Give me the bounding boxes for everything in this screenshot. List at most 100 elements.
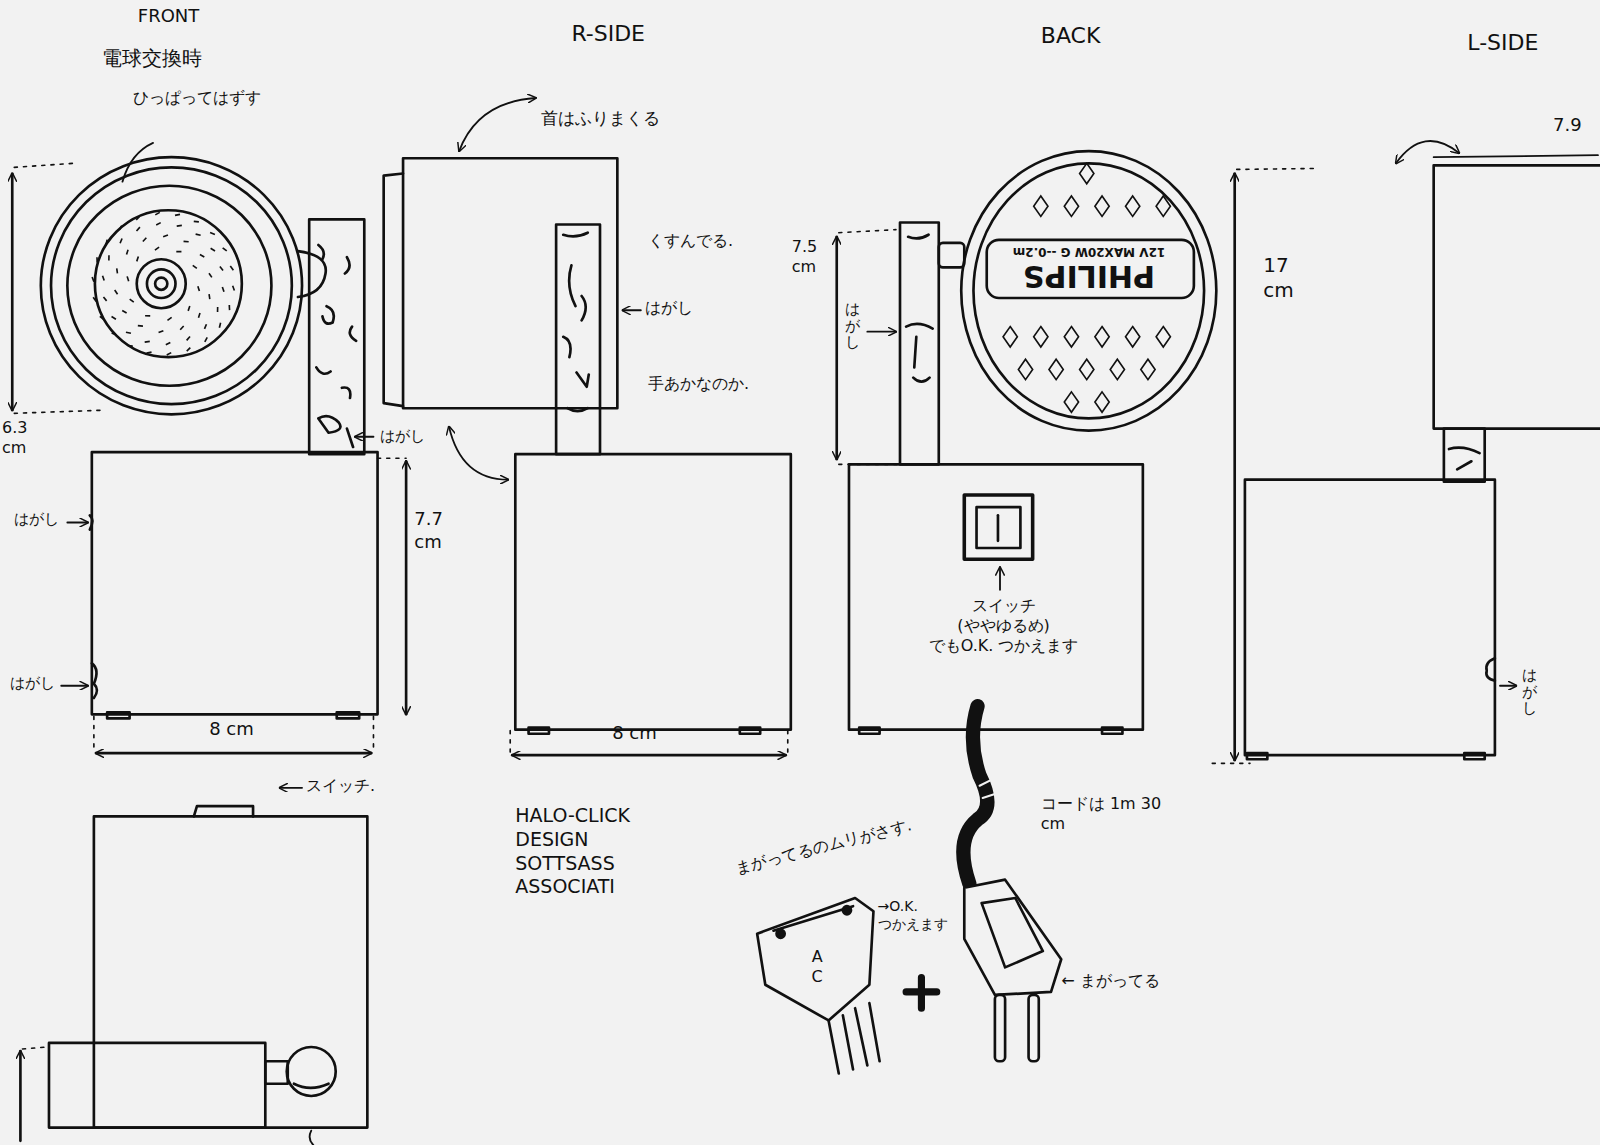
sketch-stroke [964, 495, 1032, 559]
sketch-stroke [512, 754, 785, 757]
note-label: くすんでる. [648, 231, 733, 251]
sketch-stroke [900, 223, 939, 465]
note-label: →O.K. つかえます [878, 898, 958, 933]
texture-mark [1034, 327, 1048, 347]
texture-mark [1003, 327, 1017, 347]
note-label: はがし [380, 427, 425, 446]
sketch-stroke [294, 1084, 329, 1088]
dimension-label: 7.7 cm [414, 508, 458, 553]
sketch-stroke [906, 978, 937, 1009]
texture-mark [1034, 196, 1048, 216]
sketch-stroke [843, 906, 851, 914]
texture-mark [1156, 196, 1170, 216]
note-label: スイッチ (ややゆるめ) でもO.K. つかえます [929, 596, 1079, 656]
sketch-stroke [961, 151, 1216, 431]
sketch-stroke [867, 331, 896, 333]
texture-mark [175, 214, 180, 215]
texture-mark [228, 305, 230, 310]
view-title: FRONT [138, 5, 200, 28]
part-label: A C [809, 947, 825, 987]
sketch-stroke [964, 880, 1061, 995]
sketch-stroke [1245, 480, 1495, 756]
texture-mark [1095, 196, 1109, 216]
sketch-stroke [265, 1061, 287, 1083]
part-label: スイッチ. [306, 776, 375, 796]
sketch-stroke [337, 712, 359, 718]
texture-mark [147, 352, 152, 353]
sketch-stroke [997, 515, 1000, 541]
texture-mark [137, 227, 140, 231]
texture-mark [163, 235, 168, 237]
texture-mark [92, 277, 94, 282]
texture-mark [112, 333, 117, 335]
texture-mark [1095, 327, 1109, 347]
sketch-stroke [155, 278, 167, 290]
note-label: まがってるのムリがさす. [733, 815, 914, 878]
texture-mark [198, 286, 200, 291]
note-label: はがし [14, 510, 59, 529]
note-label: コードは 1m 30 cm [1041, 794, 1166, 834]
sketch-stroke [137, 259, 186, 308]
texture-mark [196, 234, 201, 235]
sketch-stroke [622, 309, 640, 311]
texture-mark [200, 254, 204, 257]
texture-mark [184, 241, 189, 243]
texture-mark [208, 294, 210, 299]
sketch-stroke [403, 158, 617, 408]
dimension-label: 8 cm [209, 718, 254, 741]
texture-mark [1064, 327, 1078, 347]
texture-mark [1126, 327, 1140, 347]
sketch-stroke [94, 716, 374, 751]
texture-mark [159, 331, 164, 333]
sketch-stroke [829, 1003, 880, 1073]
sketch-stroke [556, 225, 600, 455]
texture-mark [187, 348, 191, 352]
sketch-stroke [355, 436, 373, 438]
sketch-stroke [1434, 165, 1600, 428]
texture-mark [176, 251, 181, 253]
sketch-stroke [92, 452, 378, 714]
sketch-stroke [11, 174, 14, 411]
texture-mark [205, 337, 207, 341]
texture-mark [112, 316, 116, 319]
texture-mark [166, 343, 170, 345]
ink [12, 98, 1600, 1145]
sketch-stroke [773, 906, 853, 930]
sketch-stroke [309, 219, 364, 454]
design-credit: HALO-CLICK DESIGN SOTTSASS ASSOCIATI [515, 804, 665, 899]
texture-mark [127, 276, 129, 281]
sketch-stroke [61, 685, 88, 687]
texture-mark [106, 240, 107, 245]
texture-mark [126, 332, 131, 333]
sketch-stroke [777, 930, 785, 938]
texture-mark [1126, 196, 1140, 216]
texture-mark [138, 325, 143, 327]
texture-mark [1064, 196, 1078, 216]
sketch-stroke [94, 816, 367, 1127]
sketch-stroke [1500, 685, 1516, 687]
sketch-stroke [835, 237, 838, 459]
sketch-stroke [982, 898, 1043, 967]
dimension-label: 7.9 [1553, 114, 1582, 137]
sketch-stroke [1449, 448, 1480, 470]
texture-mark [128, 345, 133, 347]
sketch-stroke [90, 515, 97, 698]
texture-mark [155, 212, 159, 214]
texture-mark [156, 223, 160, 225]
sketch-stroke [41, 157, 302, 414]
texture-mark [96, 257, 98, 262]
sketch-stroke [1396, 141, 1459, 163]
texture-mark [187, 336, 190, 340]
texture-mark [1080, 359, 1094, 379]
note-label: ひっぱってはずす [133, 88, 261, 108]
texture-mark [222, 287, 224, 292]
texture-mark [143, 238, 146, 242]
sketch-stroke [51, 167, 292, 404]
texture-mark [217, 307, 219, 312]
sketch-stroke [906, 235, 933, 382]
sketch-stroke [405, 461, 408, 714]
sketch-stroke [1444, 429, 1485, 482]
dimension-label: 17 cm [1263, 253, 1303, 303]
sketch-stroke [529, 728, 549, 734]
